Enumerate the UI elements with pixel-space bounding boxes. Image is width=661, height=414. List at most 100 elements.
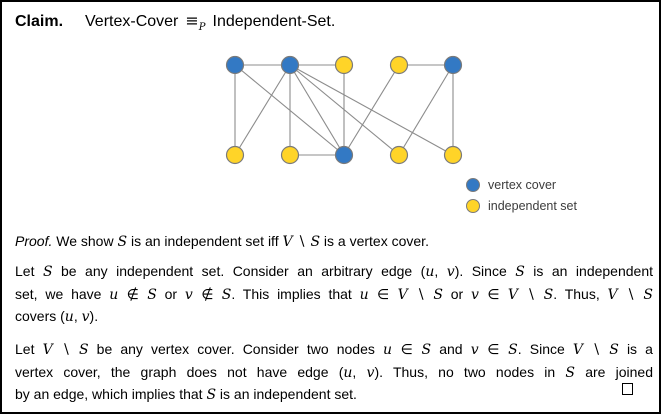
graph-edge-t5-b4 [398,64,454,156]
text-segment: . Thus, [553,285,608,302]
claim-statement-right: Independent-Set. [212,13,336,30]
legend-label-cover: vertex cover [488,177,557,192]
math-symbol: S [117,234,128,250]
graph-node-b1 [225,145,245,165]
text-segment: ∖ [407,286,434,303]
legend-label-independent: independent set [488,198,577,213]
proof-line: Proof. We show S is an independent set i… [15,231,653,254]
claim-label: Claim. [15,13,64,30]
cover-dot-icon [466,177,480,192]
proof-line: by an edge, which implies that S is an i… [15,384,653,407]
text-segment: ). Since [454,263,516,279]
math-symbol: u [343,364,353,381]
text-segment: covers ( [15,308,65,324]
text-segment: Let [15,263,43,279]
text-segment: be any independent set. Consider an arbi… [52,263,426,279]
math-symbol: v [470,342,479,358]
text-segment: ∈ [368,286,398,303]
text-segment: set, we have [15,285,110,302]
math-symbol: S [543,286,554,303]
graph-edge-t1-b3 [234,64,345,156]
text-segment: is a vertex cover. [320,233,429,249]
math-symbol: V [397,286,408,303]
text-segment: ∖ [292,234,311,250]
text-segment: or [442,285,472,302]
text-segment: is an independent [524,263,653,279]
text-segment: Let [15,341,43,357]
math-symbol: S [421,342,432,358]
text-segment: , [434,263,447,279]
graph-node-b4 [389,145,409,165]
text-segment: ∉ [118,286,148,303]
math-symbol: S [565,364,575,381]
math-symbol: S [508,342,518,358]
legend-row-cover: vertex cover [466,174,577,195]
equiv-subscript: P [198,22,206,34]
math-symbol: v [471,286,479,303]
text-segment: Proof. [15,233,53,249]
math-symbol: S [206,387,217,403]
text-segment: or [156,285,185,302]
text-segment: are joined [574,363,653,380]
text-segment: , [352,363,367,380]
math-symbol: u [382,342,392,358]
math-symbol: S [643,286,653,303]
math-symbol: u [359,286,369,303]
text-segment: , [73,308,82,324]
text-segment: ∖ [583,342,610,358]
graph-node-t5 [443,55,463,75]
text-segment: and [431,341,471,357]
legend-row-independent: independent set [466,195,577,216]
text-segment: . Since [517,341,573,357]
math-symbol: S [221,286,232,303]
graph-edge-t2-b3 [289,64,345,156]
text-segment: by an edge, which implies that [15,386,207,402]
math-symbol: u [109,286,119,303]
graph-edge-t4-b3 [343,64,400,156]
math-symbol: V [42,342,53,358]
text-segment: vertex cover, the graph does not have ed… [15,363,344,380]
math-symbol: S [310,234,321,250]
graph-node-t2 [280,55,300,75]
text-segment: ∖ [617,286,644,303]
math-symbol: S [433,286,443,303]
proof-paragraph-2: Let S be any independent set. Consider a… [15,261,653,329]
text-segment: is a [618,341,653,357]
text-segment: is an independent set. [216,386,357,402]
text-segment: is an independent set iff [127,233,283,249]
proof-line: vertex cover, the graph does not have ed… [15,362,653,385]
graph-node-b3 [334,145,354,165]
graph-node-t4 [389,55,409,75]
independent-dot-icon [466,198,480,213]
math-symbol: v [184,286,193,303]
text-segment: ). Thus, no two nodes in [374,363,566,380]
math-symbol: v [81,309,90,325]
graph-node-t3 [334,55,354,75]
proof-line: set, we have u ∉ S or v ∉ S. This implie… [15,284,653,307]
text-segment: We show [52,233,118,249]
text-segment: be any vertex cover. Consider two nodes [88,341,383,357]
math-symbol: V [607,286,618,303]
math-symbol: S [609,342,619,358]
proof-line: Let S be any independent set. Consider a… [15,261,653,284]
text-segment: ∖ [518,286,544,303]
graph-node-b5 [443,145,463,165]
math-symbol: V [507,286,519,303]
text-segment: ∉ [192,286,222,303]
math-symbol: v [446,264,455,280]
equiv-p-symbol: ≡P [185,11,206,34]
text-segment: ∈ [478,342,509,358]
graph-node-b2 [280,145,300,165]
text-segment: ). [89,308,99,324]
proof-paragraph-1: Proof. We show S is an independent set i… [15,231,653,254]
text-segment: . This implies that [231,285,360,302]
proof-line: covers (u, v). [15,306,653,329]
equiv-sign: ≡ [185,11,199,30]
claim-statement-left: Vertex-Cover [85,13,179,30]
legend: vertex cover independent set [466,174,577,216]
claim-title: Claim. Vertex-Cover ≡P Independent-Set. [15,11,335,33]
math-symbol: S [147,286,157,303]
text-segment: ∈ [478,286,508,303]
proof-paragraph-3: Let V ∖ S be any vertex cover. Consider … [15,339,653,407]
